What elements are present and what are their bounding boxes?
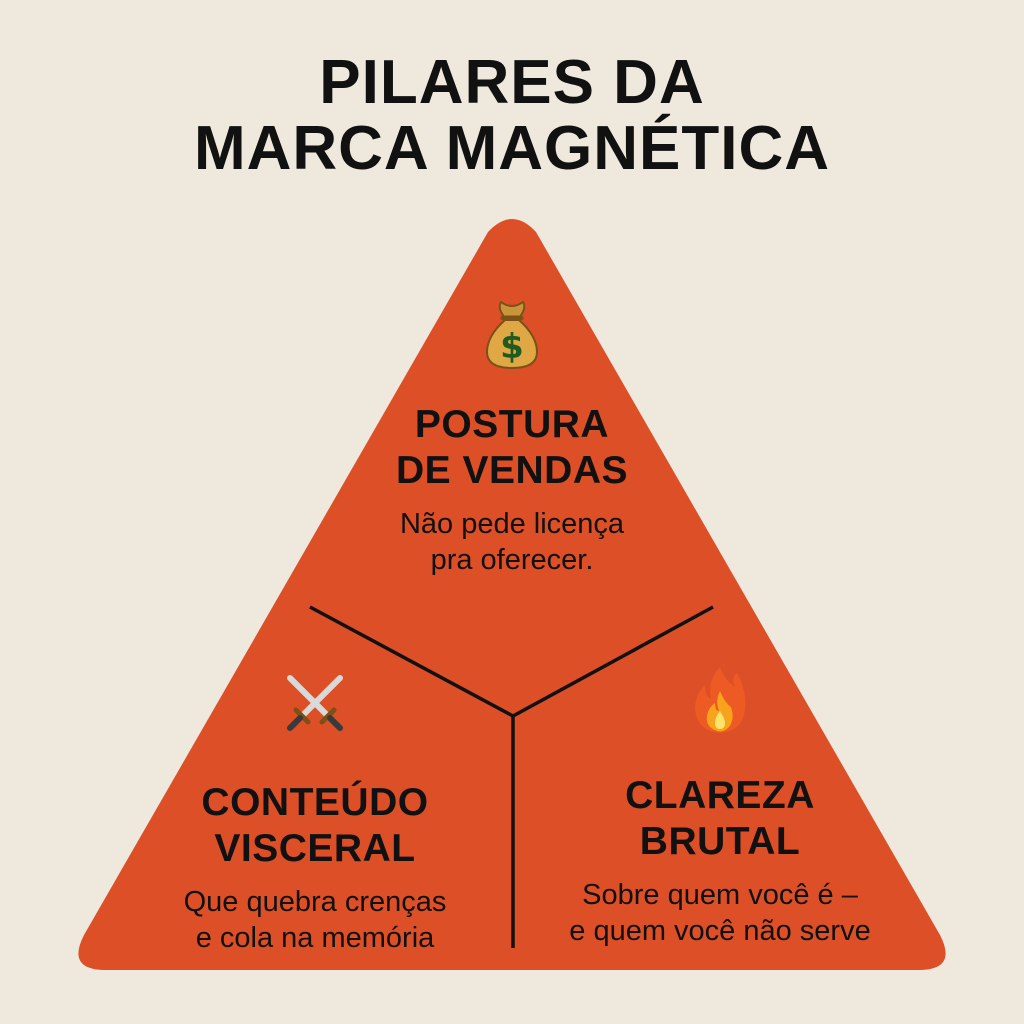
fire-icon bbox=[695, 667, 746, 733]
pillar-heading: POSTURA DE VENDAS bbox=[362, 402, 662, 494]
pillar-heading-line-2: BRUTAL bbox=[639, 820, 801, 863]
pillar-description: Não pede licença pra oferecer. bbox=[362, 506, 662, 578]
money-bag-icon: $ bbox=[485, 300, 539, 370]
pillar-desc-line-1: Que quebra crenças bbox=[183, 886, 447, 918]
pillar-desc-line-2: pra oferecer. bbox=[430, 544, 594, 576]
pillar-clareza-brutal: CLAREZA BRUTAL Sobre quem você é – e que… bbox=[545, 665, 895, 949]
pillar-heading-line-2: VISCERAL bbox=[214, 827, 416, 870]
pillar-heading: CLAREZA BRUTAL bbox=[545, 773, 895, 865]
pillar-heading-line-1: CONTEÚDO bbox=[201, 781, 429, 824]
pillar-desc-line-1: Sobre quem você é – bbox=[582, 879, 858, 911]
title-line-1: PILARES DA bbox=[319, 48, 705, 117]
pillar-heading-line-1: POSTURA bbox=[414, 403, 610, 446]
svg-text:$: $ bbox=[500, 327, 524, 367]
pillar-heading: CONTEÚDO VISCERAL bbox=[150, 780, 480, 872]
pillar-desc-line-2: e cola na memória bbox=[195, 922, 435, 954]
page-title: PILARES DA MARCA MAGNÉTICA bbox=[0, 50, 1024, 182]
pillar-conteudo-visceral: CONTEÚDO VISCERAL Que quebra crenças e c… bbox=[150, 672, 480, 956]
pillar-heading-line-2: DE VENDAS bbox=[395, 449, 629, 492]
pillar-desc-line-1: Não pede licença bbox=[399, 508, 625, 540]
crossed-swords-icon bbox=[287, 675, 343, 731]
pillar-desc-line-2: e quem você não serve bbox=[569, 915, 871, 947]
pillar-description: Que quebra crenças e cola na memória bbox=[150, 884, 480, 956]
pillar-heading-line-1: CLAREZA bbox=[625, 774, 815, 817]
title-line-2: MARCA MAGNÉTICA bbox=[193, 114, 831, 183]
pillar-description: Sobre quem você é – e quem você não serv… bbox=[545, 877, 895, 949]
pyramid-shape bbox=[78, 219, 946, 970]
pillar-postura-de-vendas: $ POSTURA DE VENDAS Não pede licença pra… bbox=[362, 298, 662, 578]
